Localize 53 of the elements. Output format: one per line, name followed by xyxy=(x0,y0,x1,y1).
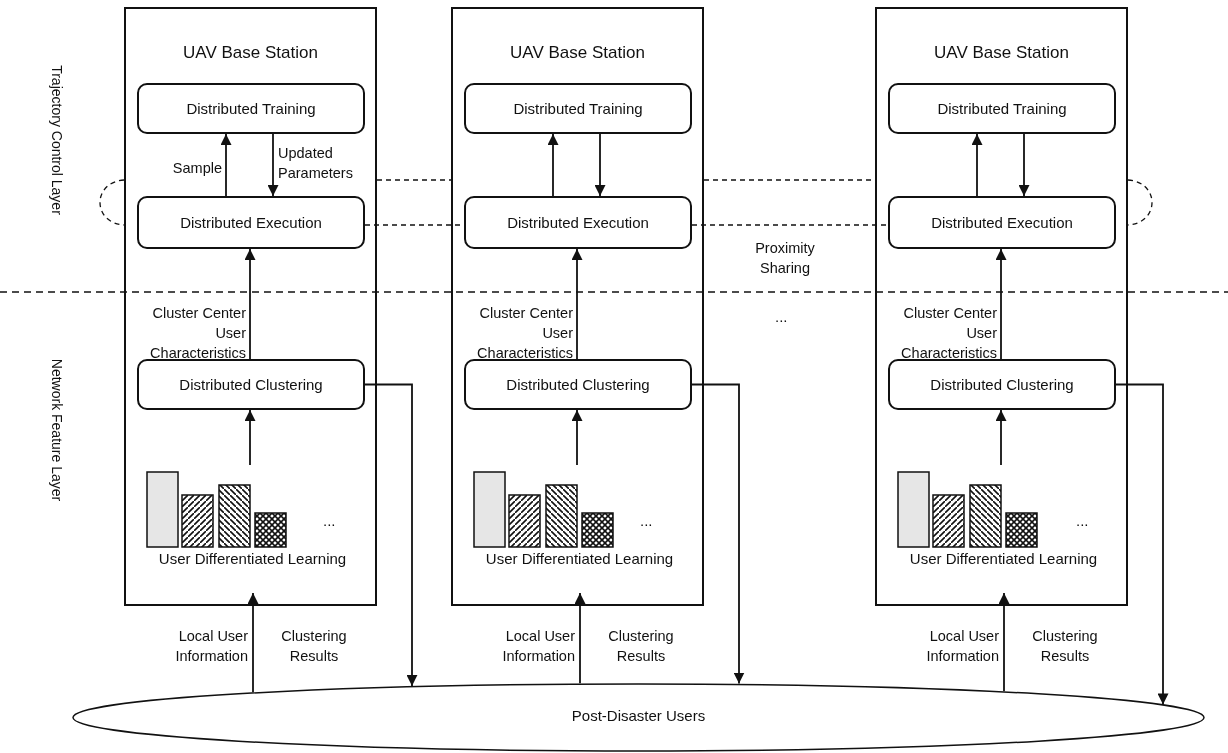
ellipsis-text: ... xyxy=(775,308,789,327)
edge-label: Clustering Results xyxy=(280,627,348,666)
arrow xyxy=(1115,383,1169,706)
edge-label: Local User Information xyxy=(501,627,575,666)
base-station-panel xyxy=(124,7,377,606)
process-box: Distributed Training xyxy=(464,83,692,134)
ellipsis-text: ... xyxy=(323,512,337,531)
arrow xyxy=(998,592,1010,693)
process-box: Distributed Execution xyxy=(888,196,1116,249)
panel-title: UAV Base Station xyxy=(182,43,319,63)
node-label: Post-Disaster Users xyxy=(570,707,707,724)
edge-label: Proximity Sharing xyxy=(754,239,816,278)
layer-label: Network Feature Layer xyxy=(48,357,65,504)
arrow xyxy=(547,133,559,197)
arrow xyxy=(594,133,606,197)
arrow xyxy=(571,248,583,360)
arrow xyxy=(244,409,256,466)
edge-label: Sample xyxy=(171,159,222,178)
node-label: User Differentiated Learning xyxy=(908,549,1099,569)
arrow xyxy=(574,592,586,685)
process-box: Distributed Training xyxy=(888,83,1116,134)
process-box: Distributed Training xyxy=(137,83,365,134)
arrow xyxy=(244,248,256,360)
panel-title: UAV Base Station xyxy=(933,43,1070,63)
arrow xyxy=(971,133,983,197)
arrow xyxy=(995,248,1007,360)
arrow xyxy=(364,383,418,687)
ellipsis-text: ... xyxy=(1076,512,1090,531)
arrow xyxy=(995,409,1007,466)
arrow xyxy=(1018,133,1030,197)
edge-label: Clustering Results xyxy=(1031,627,1099,666)
base-station-panel xyxy=(451,7,704,606)
arrow xyxy=(267,133,279,197)
process-box: Distributed Clustering xyxy=(137,359,365,410)
process-box: Distributed Execution xyxy=(137,196,365,249)
node-label: User Differentiated Learning xyxy=(484,549,675,569)
edge-label: Local User Information xyxy=(925,627,999,666)
layer-label: Trajectory Control Layer xyxy=(48,64,65,217)
arrow xyxy=(220,133,232,197)
base-station-panel xyxy=(875,7,1128,606)
edge-label: Clustering Results xyxy=(607,627,675,666)
dashed-connector xyxy=(691,224,889,226)
node-label: User Differentiated Learning xyxy=(157,549,348,569)
process-box: Distributed Execution xyxy=(464,196,692,249)
process-box: Distributed Clustering xyxy=(464,359,692,410)
process-box: Distributed Clustering xyxy=(888,359,1116,410)
edge-label: Updated Parameters xyxy=(278,144,354,183)
arrow xyxy=(691,383,745,685)
edge-label: Local User Information xyxy=(174,627,248,666)
panel-title: UAV Base Station xyxy=(509,43,646,63)
arrow xyxy=(247,592,259,694)
arrow xyxy=(571,409,583,466)
ellipsis-text: ... xyxy=(640,512,654,531)
